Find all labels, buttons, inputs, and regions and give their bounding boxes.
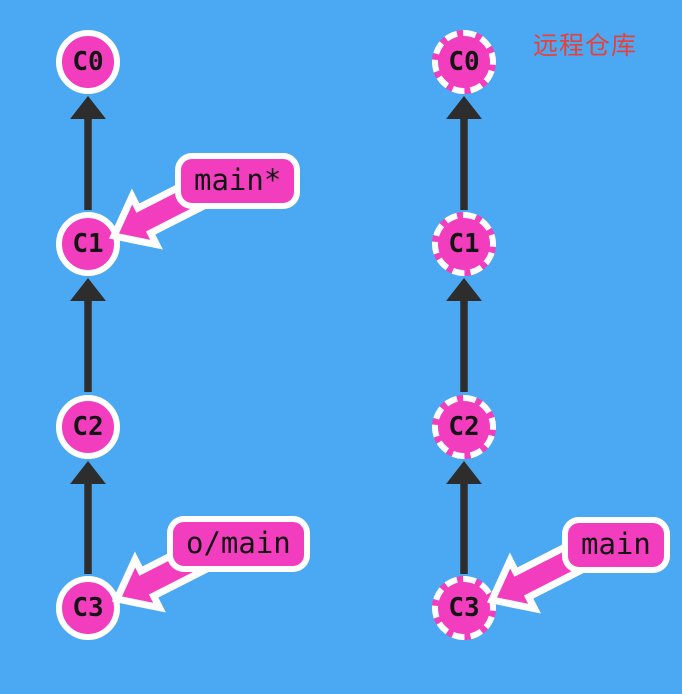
- branch-label-main-remote: main: [562, 517, 670, 574]
- commit-id: C2: [72, 412, 104, 442]
- commit-id: C2: [448, 412, 480, 442]
- commit-id: C3: [448, 593, 480, 623]
- commit-remote-c3: C3: [432, 576, 496, 640]
- commit-remote-c0: C0: [432, 30, 496, 94]
- commit-id: C0: [448, 47, 480, 77]
- remote-repo-title: 远程仓库: [533, 32, 638, 60]
- commit-id: C3: [72, 593, 104, 623]
- edge-arrowhead-remote-c1-c0: [446, 96, 482, 119]
- edge-arrowhead-remote-c2-c1: [446, 278, 482, 301]
- commit-local-c1: C1: [56, 212, 120, 276]
- edge-arrowhead-remote-c3-c2: [446, 461, 482, 484]
- commit-local-c3: C3: [56, 576, 120, 640]
- edge-arrowhead-local-c1-c0: [70, 96, 106, 119]
- commit-id: C1: [72, 229, 104, 259]
- branch-label-o-main-local: o/main: [167, 516, 310, 573]
- commit-remote-c2: C2: [432, 395, 496, 459]
- commit-id: C0: [72, 47, 104, 77]
- edge-arrowhead-local-c3-c2: [70, 461, 106, 484]
- commit-remote-c1: C1: [432, 212, 496, 276]
- edge-arrowhead-local-c2-c1: [70, 278, 106, 301]
- commit-local-c2: C2: [56, 395, 120, 459]
- commit-local-c0: C0: [56, 30, 120, 94]
- branch-label-main-current-local: main*: [175, 153, 301, 210]
- commit-id: C1: [448, 229, 480, 259]
